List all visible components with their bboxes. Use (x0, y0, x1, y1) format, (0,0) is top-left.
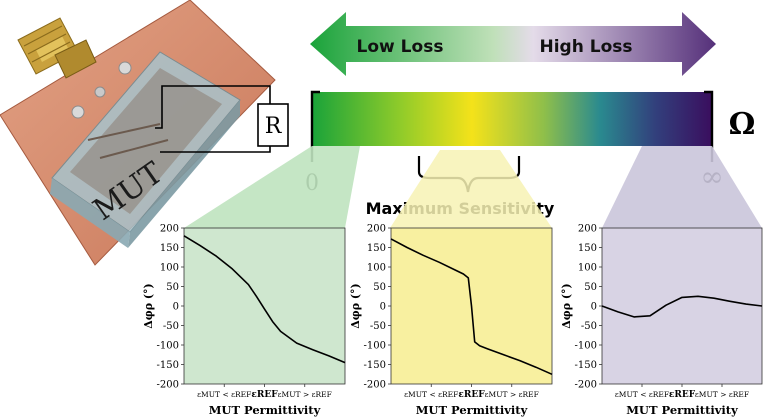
scale-left-bracket (310, 90, 320, 162)
x-tick-label: εREF (251, 390, 278, 400)
y-axis-label: Δφρ (°) (560, 283, 573, 329)
y-tick-label: -200 (575, 380, 597, 391)
y-tick-label: 200 (367, 224, 386, 235)
y-tick-label: 200 (160, 224, 179, 235)
chart-plot-area (601, 227, 763, 385)
y-tick-label: 0 (380, 302, 386, 313)
x-axis-label: MUT Permittivity (626, 403, 738, 417)
x-tick-label: εMUT > εREF (278, 390, 332, 399)
y-tick-label: 50 (373, 282, 386, 293)
y-tick-label: 0 (591, 302, 597, 313)
y-tick-label: 100 (578, 263, 597, 274)
y-tick-label: 50 (584, 282, 597, 293)
left-projection-cone (184, 146, 360, 228)
ohm-symbol: Ω (729, 107, 756, 142)
solder-pad (71, 105, 85, 119)
x-tick-label: εMUT > εREF (695, 390, 749, 399)
y-tick-label: 150 (578, 243, 597, 254)
y-tick-label: -200 (364, 380, 386, 391)
solder-pad (94, 86, 106, 98)
x-tick-label: εMUT < εREF (197, 390, 251, 399)
mid-projection-cone (390, 150, 552, 228)
resistor-wire (160, 146, 271, 153)
y-tick-label: 200 (578, 224, 597, 235)
loss-arrow: Low Loss High Loss (310, 12, 716, 76)
y-tick-label: 0 (173, 302, 179, 313)
resistor-label: R (265, 114, 283, 139)
chart-plot-area (183, 227, 346, 385)
resistor-box (257, 103, 289, 147)
resistor-wire (155, 85, 271, 129)
resistance-gradient-bar (312, 92, 712, 146)
y-tick-label: 100 (367, 263, 386, 274)
x-tick-label: εMUT < εREF (615, 390, 669, 399)
phase-shift-curve (390, 238, 553, 376)
phase-shift-curve (601, 295, 763, 318)
x-axis-label: MUT Permittivity (416, 403, 528, 417)
y-tick-label: -50 (163, 321, 179, 332)
y-tick-label: -50 (581, 321, 597, 332)
y-axis-label: Δφρ (°) (142, 283, 155, 329)
low-loss-label: Low Loss (357, 37, 444, 57)
mut-container (50, 51, 241, 248)
y-tick-label: -150 (364, 360, 386, 371)
right-projection-cone (602, 146, 762, 228)
x-tick-label: εREF (669, 390, 696, 400)
y-tick-label: 150 (367, 243, 386, 254)
y-tick-label: -100 (364, 341, 386, 352)
x-tick-label: εREF (458, 390, 485, 400)
loss-double-arrow (310, 12, 716, 76)
y-tick-label: -50 (370, 321, 386, 332)
x-axis-label: MUT Permittivity (209, 403, 321, 417)
y-tick-label: -150 (157, 360, 179, 371)
y-tick-label: -100 (157, 341, 179, 352)
phase-shift-curve (183, 235, 346, 364)
y-tick-label: -150 (575, 360, 597, 371)
solder-pad (118, 61, 132, 75)
x-tick-label: εMUT < εREF (404, 390, 458, 399)
high-loss-label: High Loss (540, 37, 633, 57)
y-tick-label: 50 (166, 282, 179, 293)
y-axis-label: Δφρ (°) (349, 283, 362, 329)
x-tick-label: εMUT > εREF (485, 390, 539, 399)
y-tick-label: 100 (160, 263, 179, 274)
y-tick-label: -200 (157, 380, 179, 391)
sma-connector (17, 17, 97, 79)
y-tick-label: -100 (575, 341, 597, 352)
y-tick-label: 150 (160, 243, 179, 254)
scale-right-bracket (704, 90, 714, 162)
